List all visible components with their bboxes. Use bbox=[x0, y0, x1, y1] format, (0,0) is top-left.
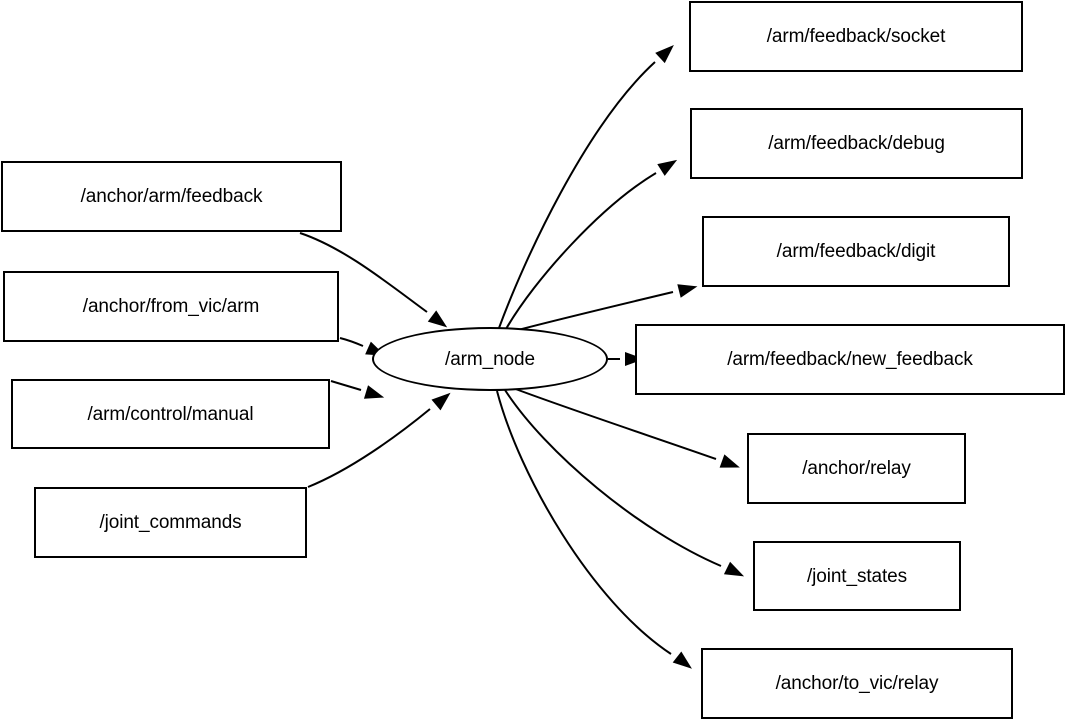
publisher-topic-box[interactable]: /joint_commands bbox=[34, 487, 307, 558]
arrowhead-to-arm-feedback-digit bbox=[677, 284, 698, 298]
arrowhead-to-anchor-to-vic-relay bbox=[672, 651, 692, 669]
subscriber-topic-box-label: /anchor/relay bbox=[802, 458, 911, 479]
incoming-edges-group bbox=[299, 232, 431, 488]
edge-outgoing bbox=[496, 390, 672, 655]
subscriber-topic-box-label: /arm/feedback/socket bbox=[766, 26, 946, 47]
edge-incoming bbox=[299, 232, 428, 313]
subscriber-topic-box[interactable]: /arm/feedback/digit bbox=[702, 216, 1010, 287]
edge-outgoing bbox=[498, 61, 656, 329]
edge-outgoing bbox=[505, 172, 657, 330]
subscriber-topic-box[interactable]: /arm/feedback/new_feedback bbox=[635, 324, 1065, 395]
subscriber-topic-box-label: /anchor/to_vic/relay bbox=[775, 673, 939, 694]
arrowhead-to-arm-feedback-debug bbox=[657, 159, 678, 176]
subscriber-topic-box-label: /joint_states bbox=[806, 565, 908, 587]
outgoing-edges-group bbox=[496, 61, 722, 655]
publisher-topic-box-label: /joint_commands bbox=[99, 512, 242, 533]
subscriber-topic-box-label: /arm/feedback/digit bbox=[776, 241, 936, 262]
edge-outgoing bbox=[513, 291, 674, 332]
edge-outgoing bbox=[512, 387, 717, 460]
publisher-topic-box[interactable]: /anchor/arm/feedback bbox=[1, 161, 342, 232]
subscriber-topic-box-label: /arm/feedback/new_feedback bbox=[727, 349, 973, 370]
arrowhead-to-arm-node-from-joint-commands bbox=[431, 392, 451, 411]
edge-incoming bbox=[330, 380, 362, 391]
arrowhead-to-arm-node-from-anchor-arm-feedback bbox=[427, 310, 448, 328]
publisher-topic-box-label: /anchor/arm/feedback bbox=[80, 186, 263, 207]
subscriber-topic-box[interactable]: /anchor/to_vic/relay bbox=[701, 648, 1013, 719]
edge-incoming bbox=[339, 337, 364, 347]
node-arm-node[interactable]: /arm_node bbox=[372, 327, 608, 391]
edge-incoming bbox=[307, 408, 431, 488]
arrowhead-to-arm-feedback-new-feedback bbox=[625, 352, 644, 366]
arrowhead-to-joint-states bbox=[723, 561, 745, 577]
arrowhead-to-arm-feedback-socket bbox=[655, 45, 674, 64]
subscriber-topic-box[interactable]: /arm/feedback/socket bbox=[689, 1, 1023, 72]
publisher-topic-box-label: /anchor/from_vic/arm bbox=[82, 296, 260, 317]
arrowhead-to-anchor-relay bbox=[719, 454, 740, 468]
subscriber-topic-box[interactable]: /anchor/relay bbox=[747, 433, 966, 504]
publisher-topic-box[interactable]: /arm/control/manual bbox=[11, 379, 330, 449]
publisher-topic-box[interactable]: /anchor/from_vic/arm bbox=[3, 271, 339, 342]
subscriber-topic-box-label: /arm/feedback/debug bbox=[768, 133, 945, 154]
publisher-topic-box-label: /arm/control/manual bbox=[87, 403, 254, 425]
subscriber-topic-box[interactable]: /arm/feedback/debug bbox=[690, 108, 1023, 179]
subscriber-topic-box[interactable]: /joint_states bbox=[753, 541, 961, 611]
arrowhead-to-arm-node-from-arm-control-manual bbox=[363, 385, 385, 399]
node-arm-node-label: /arm_node bbox=[445, 348, 535, 370]
edge-outgoing bbox=[504, 389, 722, 567]
